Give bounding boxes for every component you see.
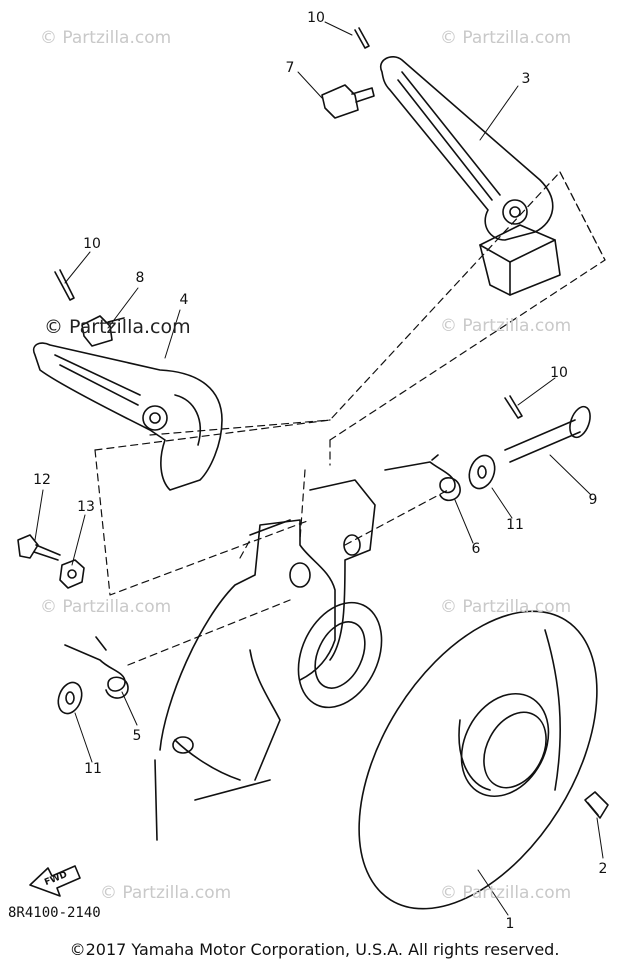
callout-5: 5 — [132, 728, 142, 744]
watermark: © Partzilla.com — [440, 28, 572, 48]
callout-9: 9 — [588, 492, 598, 508]
callout-7: 7 — [285, 60, 295, 76]
part-6-spring — [384, 454, 461, 502]
part-1-disc — [358, 610, 598, 910]
fwd-arrow-icon — [29, 865, 81, 897]
part-11-washers — [57, 454, 496, 715]
watermark: © Partzilla.com — [40, 28, 172, 48]
watermark: © Partzilla.com — [440, 597, 572, 617]
part-9-pin — [504, 405, 591, 463]
callout-11: 11 — [506, 517, 524, 533]
callout-11: 11 — [84, 761, 102, 777]
assembly-guide-lines — [94, 171, 606, 666]
part-13-nut — [59, 559, 85, 589]
part-12-bolt — [17, 534, 61, 561]
callout-8: 8 — [135, 270, 145, 286]
callout-13: 13 — [77, 499, 95, 515]
callout-10: 10 — [550, 365, 568, 381]
callout-12: 12 — [33, 472, 51, 488]
callout-6: 6 — [471, 541, 481, 557]
part-3-lever-arm — [379, 56, 561, 296]
part-4-lever-arm — [32, 342, 223, 491]
callout-10: 10 — [307, 10, 325, 26]
watermark: © Partzilla.com — [40, 597, 172, 617]
watermark: © Partzilla.com — [100, 883, 232, 903]
part-10-cotter-pins — [54, 27, 523, 419]
callout-2: 2 — [598, 861, 608, 877]
watermark: © Partzilla.com — [440, 883, 572, 903]
callout-10: 10 — [83, 236, 101, 252]
copyright-notice: ©2017 Yamaha Motor Corporation, U.S.A. A… — [69, 940, 560, 959]
callout-4: 4 — [179, 292, 189, 308]
callout-1: 1 — [505, 916, 515, 932]
watermark: © Partzilla.com — [440, 316, 572, 336]
part-2-key — [584, 791, 609, 819]
diagram-code: 8R4100-2140 — [8, 905, 101, 921]
part-5-spring — [64, 636, 129, 699]
callout-3: 3 — [521, 71, 531, 87]
mounting-bracket — [154, 479, 383, 841]
callout-leaders — [34, 21, 604, 916]
watermark: © Partzilla.com — [44, 316, 191, 338]
part-7-joint — [321, 84, 375, 119]
part-8-joint — [81, 315, 125, 347]
